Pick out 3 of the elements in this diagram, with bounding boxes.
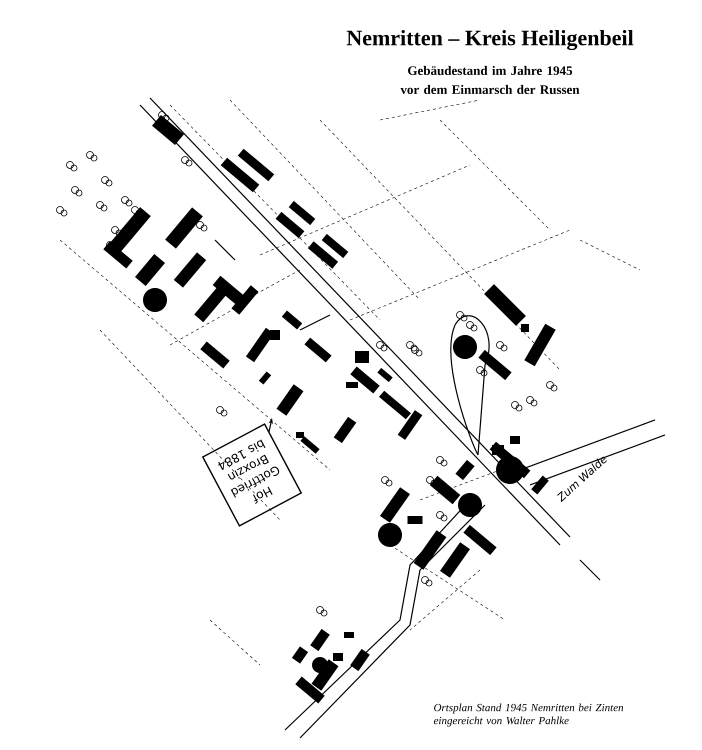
caption: Ortsplan Stand 1945 Nemritten bei Zinten eingereicht von Walter Pahlke — [434, 704, 624, 726]
title: Nemritten – Kreis Heiligenbeil — [346, 30, 634, 50]
subtitle: Gebäudestand im Jahre 1945 vor dem Einmarsch der Russen — [400, 66, 580, 94]
